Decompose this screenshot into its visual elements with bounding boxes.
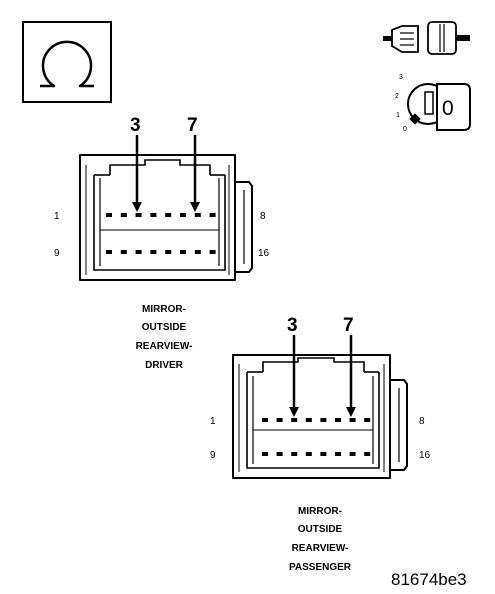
pin-label-1: 1 <box>210 416 216 427</box>
pin-row-top <box>106 213 216 217</box>
pin-cavity <box>106 213 112 217</box>
caption-line-2: OUTSIDE <box>142 322 187 333</box>
pin-cavity <box>194 213 201 217</box>
pin-cavity <box>320 452 327 456</box>
arrow-head <box>190 202 200 212</box>
pin-cavity <box>291 418 298 422</box>
arrow-label-pin-3: 3 <box>287 315 298 336</box>
pin-row-bottom <box>106 250 216 254</box>
pin-cavity <box>209 213 216 217</box>
caption-line-1: MIRROR- <box>298 506 342 517</box>
pin-label-9: 9 <box>54 248 60 259</box>
pin-cavity <box>276 452 283 456</box>
arrow-head <box>346 407 356 417</box>
reference-code: 81674be3 <box>391 570 467 589</box>
connector-unplugged-icon <box>383 21 470 55</box>
pin-cavity <box>165 250 172 254</box>
pin-cavity <box>335 452 341 456</box>
pin-cavity <box>335 418 341 422</box>
pin-cavity <box>305 418 312 422</box>
pin-cavity <box>106 250 112 254</box>
ohm-icon <box>22 21 112 103</box>
pin-cavity <box>165 213 172 217</box>
connector-housing <box>232 354 408 479</box>
ignition-key-icon: 3 2 1 0 0 <box>395 74 471 133</box>
caption-line-2: OUTSIDE <box>298 524 343 535</box>
pin-cavity <box>150 213 157 217</box>
caption-line-4: PASSENGER <box>289 562 352 573</box>
pin-cavity <box>262 452 268 456</box>
pin-cavity <box>194 250 201 254</box>
pin-cavity <box>349 452 356 456</box>
arrow-head <box>132 202 142 212</box>
pin-cavity <box>120 213 127 217</box>
arrow-label-pin-7: 7 <box>187 115 198 136</box>
pin-cavity <box>180 250 186 254</box>
pin-label-9: 9 <box>210 450 216 461</box>
pin-cavity <box>364 418 371 422</box>
caption-line-3: REARVIEW- <box>292 543 349 554</box>
pin-cavity <box>135 213 142 217</box>
pin-cavity <box>364 452 371 456</box>
pin-cavity <box>150 250 157 254</box>
pin-label-8: 8 <box>260 211 266 222</box>
caption-line-1: MIRROR- <box>142 304 186 315</box>
arrow-label-pin-7: 7 <box>343 315 354 336</box>
caption-line-4: DRIVER <box>145 360 184 371</box>
pin-cavity <box>349 418 356 422</box>
pin-label-1: 1 <box>54 211 60 222</box>
arrow-label-pin-3: 3 <box>130 115 141 136</box>
pin-cavity <box>180 213 186 217</box>
connector-caption: MIRROR- OUTSIDE REARVIEW- DRIVER <box>136 304 193 371</box>
pin-cavity <box>320 418 327 422</box>
ignition-position-0: 0 <box>403 126 407 133</box>
pin-cavity <box>209 250 216 254</box>
pin-cavity <box>120 250 127 254</box>
pin-cavity <box>262 418 268 422</box>
ignition-position-3: 3 <box>399 74 403 81</box>
pin-label-8: 8 <box>419 416 425 427</box>
pin-label-16: 16 <box>258 248 270 259</box>
connector-driver: 1 8 9 16 3 7 MIRROR- OUTSIDE REARVIEW- D… <box>54 115 270 371</box>
connector-caption: MIRROR- OUTSIDE REARVIEW- PASSENGER <box>289 506 352 573</box>
pin-cavity <box>276 418 283 422</box>
pin-row-bottom <box>262 452 371 456</box>
pin-cavity <box>291 452 298 456</box>
pin-cavity <box>135 250 142 254</box>
ignition-position-1: 1 <box>396 112 400 119</box>
pin-cavity <box>305 452 312 456</box>
caption-line-3: REARVIEW- <box>136 341 193 352</box>
ignition-position-2: 2 <box>395 93 399 100</box>
pin-row-top <box>262 418 371 422</box>
ignition-key-label: 0 <box>442 97 454 120</box>
pin-arrows <box>289 335 356 417</box>
arrow-head <box>289 407 299 417</box>
connector-passenger: 1 8 9 16 3 7 MIRROR- OUTSIDE REARVIEW- P… <box>210 315 431 573</box>
connector-housing <box>79 154 253 281</box>
pin-label-16: 16 <box>419 450 431 461</box>
pin-arrows <box>132 135 200 212</box>
